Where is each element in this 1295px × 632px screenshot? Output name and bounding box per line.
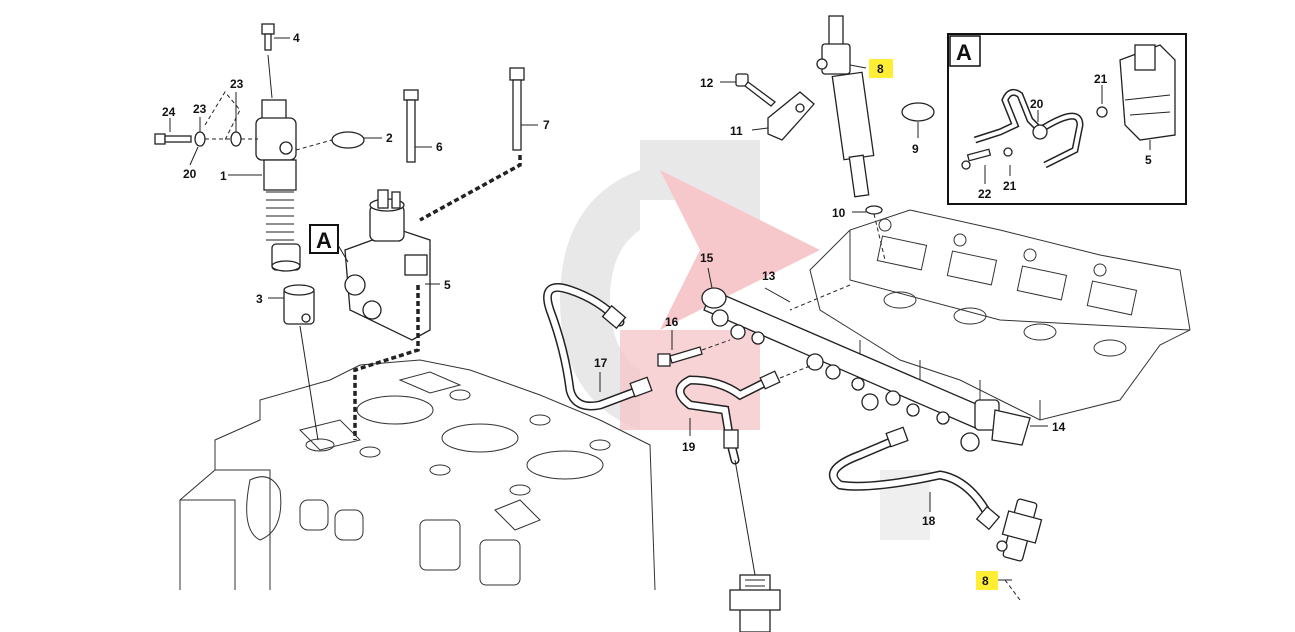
washer-part-10 (865, 205, 883, 215)
inset-label-20: 20 (1030, 97, 1044, 111)
inset-title: A (956, 40, 972, 65)
callout-labels: 4 2 1 3 24 23 23 20 6 7 5 8 9 10 11 12 1… (162, 31, 1066, 590)
engine-head-right (809, 209, 1191, 421)
fittings-part-15 (711, 309, 980, 452)
fuel-pipe-part-18 (828, 426, 1001, 531)
bolt-part-4 (261, 23, 275, 51)
callout-1: 1 (220, 169, 227, 183)
watermark-logo (560, 140, 930, 540)
o-ring-part-2 (331, 131, 365, 149)
bolt-part-12 (735, 73, 776, 107)
injector-part-8 (816, 15, 875, 198)
callout-15: 15 (700, 251, 714, 265)
detail-inset-a: A 21 20 21 22 5 (947, 33, 1187, 205)
callout-box-a: A (309, 224, 339, 254)
washer-part-20 (194, 131, 206, 147)
fuel-pipe-part-17 (543, 283, 653, 411)
highlight-8-top (869, 59, 893, 78)
injection-pump-part-1 (255, 99, 301, 272)
svg-text:A: A (316, 228, 332, 253)
bolt-part-7 (509, 67, 525, 151)
hp-pump-bottom (729, 574, 781, 632)
callout-8-top: 8 (877, 62, 884, 76)
callout-24: 24 (162, 105, 176, 119)
callout-23b: 23 (230, 77, 244, 91)
callout-11: 11 (730, 124, 743, 138)
inset-label-21-top: 21 (1094, 72, 1108, 86)
washer-part-23a (230, 131, 242, 147)
callout-5: 5 (444, 278, 451, 292)
callout-18: 18 (922, 514, 936, 528)
engine-block-left (179, 359, 656, 591)
bolt-part-16 (657, 346, 703, 367)
inset-label-22: 22 (978, 187, 992, 201)
callout-17: 17 (594, 356, 608, 370)
callout-12: 12 (700, 76, 714, 90)
callout-7: 7 (543, 118, 550, 132)
pump-bracket-part-5 (344, 189, 431, 341)
callout-9: 9 (912, 142, 919, 156)
clamp-part-11 (767, 91, 815, 141)
callout-3: 3 (256, 292, 263, 306)
callout-14: 14 (1052, 420, 1066, 434)
callout-16: 16 (665, 315, 679, 329)
callout-13: 13 (762, 269, 776, 283)
callout-4: 4 (293, 31, 300, 45)
inset-label-5: 5 (1145, 153, 1152, 167)
sensor-part-14 (974, 399, 1031, 446)
callout-6: 6 (436, 140, 443, 154)
callout-8-bottom: 8 (982, 574, 989, 588)
callout-19: 19 (682, 440, 696, 454)
callout-2: 2 (386, 131, 393, 145)
injector-bottom-right (996, 498, 1043, 562)
inset-label-21-bottom: 21 (1003, 179, 1017, 193)
callout-10: 10 (832, 206, 846, 220)
callout-20: 20 (183, 167, 197, 181)
bolt-part-6 (403, 89, 419, 163)
callout-23a: 23 (193, 102, 207, 116)
o-ring-part-9 (901, 102, 935, 122)
fuel-pipe-part-19 (675, 370, 781, 465)
highlight-8-bottom (976, 571, 998, 590)
bolt-part-24 (154, 133, 192, 145)
sleeve-part-3 (283, 284, 315, 325)
